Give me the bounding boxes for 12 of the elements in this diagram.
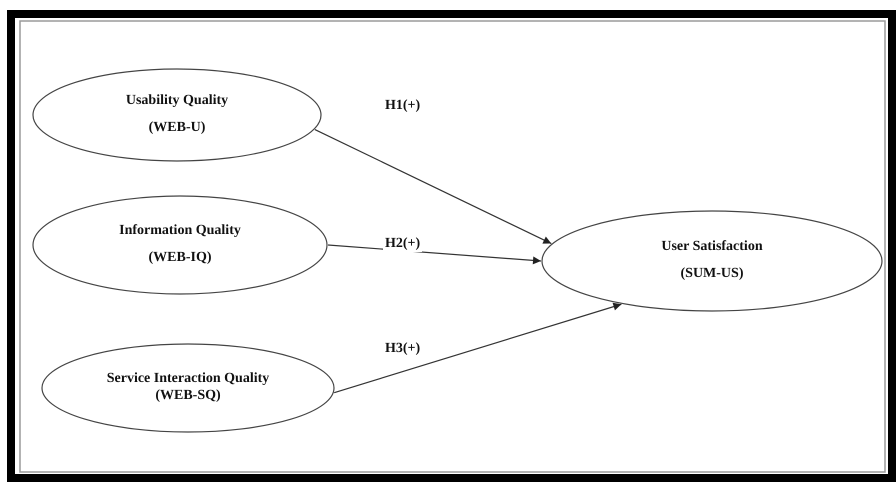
edge-label: H2(+) — [383, 236, 422, 252]
construct-label: Information Quality — [119, 223, 241, 240]
construct-label: (WEB-IQ) — [148, 250, 212, 267]
arrow — [314, 128, 552, 244]
construct-label: User Satisfaction — [661, 239, 763, 256]
construct-label: Usability Quality — [126, 93, 228, 110]
edge-label: H3(+) — [383, 341, 422, 357]
construct-label: (WEB-U) — [148, 120, 206, 137]
construct-label: Service Interaction Quality (WEB-SQ) — [106, 371, 270, 405]
edge-label: H1(+) — [383, 98, 422, 114]
construct-label: (SUM-US) — [680, 266, 744, 283]
arrow — [334, 302, 622, 394]
